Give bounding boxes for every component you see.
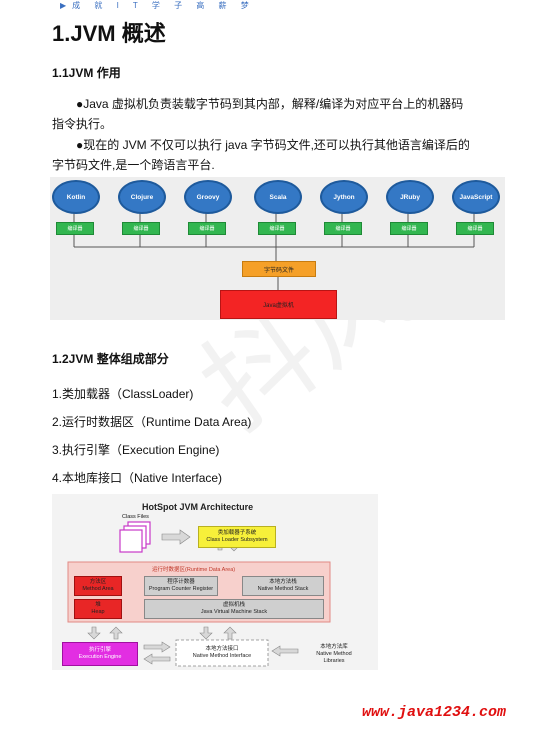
lang-scala: Scala <box>254 180 302 214</box>
para2-line2: 字节码文件,是一个跨语言平台. <box>52 158 215 172</box>
method-area-cn: 方法区 <box>89 579 107 585</box>
component-item-3: 3.执行引擎（Execution Engine) <box>52 443 220 457</box>
section1-title: 1.1JVM 作用 <box>52 66 121 80</box>
section1-paragraph-2: ●现在的 JVM 不仅可以执行 java 字节码文件,还可以执行其他语言编译后的… <box>52 135 482 175</box>
lang-jython: Jython <box>320 180 368 214</box>
native-libraries-label: 本地方法库 Native Method Libraries <box>302 640 366 668</box>
execution-engine-box: 执行引擎 Execution Engine <box>62 642 138 666</box>
section1-paragraph-1: ●Java 虚拟机负责装载字节码到其内部，解释/编译为对应平台上的机器码 指令执… <box>52 94 482 134</box>
method-area-box: 方法区 Method Area <box>74 576 122 596</box>
component-item-2: 2.运行时数据区（Runtime Data Area) <box>52 415 252 429</box>
native-if-cn: 本地方法接口 <box>205 646 239 652</box>
compiler-box: 编译器 <box>324 222 362 235</box>
pc-register-box: 程序计数器 Program Counter Register <box>144 576 218 596</box>
native-lib-en2: Libraries <box>323 657 345 664</box>
method-area-en: Method Area <box>82 586 114 592</box>
heap-box: 堆 Heap <box>74 599 122 619</box>
hotspot-architecture-diagram: HotSpot JVM Architecture Class Files 类加载… <box>52 494 378 670</box>
compiler-box: 编译器 <box>390 222 428 235</box>
heap-en: Heap <box>91 609 105 615</box>
class-loader-subsystem: 类加载器子系统 Class Loader Subsystem <box>198 526 276 548</box>
pc-cn: 程序计数器 <box>167 579 195 585</box>
compiler-box: 编译器 <box>258 222 296 235</box>
native-if-en: Native Method Interface <box>192 653 252 659</box>
component-item-1: 1.类加载器（ClassLoader) <box>52 387 194 401</box>
native-stack-en: Native Method Stack <box>257 586 309 592</box>
native-lib-en1: Native Method <box>316 650 352 657</box>
vm-stack-cn: 虚拟机栈 <box>222 602 245 608</box>
lang-clojure: Clojure <box>118 180 166 214</box>
cross-language-diagram: Kotlin Clojure Groovy Scala Jython JRuby… <box>50 177 505 320</box>
compiler-box: 编译器 <box>56 222 94 235</box>
compiler-box: 编译器 <box>188 222 226 235</box>
engine-en: Execution Engine <box>78 654 122 660</box>
compiler-box: 编译器 <box>122 222 160 235</box>
section2-title: 1.2JVM 整体组成部分 <box>52 352 169 366</box>
architecture-title: HotSpot JVM Architecture <box>142 502 254 512</box>
pc-en: Program Counter Register <box>148 586 214 592</box>
vm-stack-en: Java Virtual Machine Stack <box>200 609 268 615</box>
native-lib-cn: 本地方法库 <box>320 643 348 650</box>
native-interface-box: 本地方法接口 Native Method Interface <box>178 642 266 664</box>
class-loader-en: Class Loader Subsystem <box>206 537 268 543</box>
native-method-stack-box: 本地方法栈 Native Method Stack <box>242 576 324 596</box>
lang-javascript: JavaScript <box>452 180 500 214</box>
page-title: 1.JVM 概述 <box>52 21 166 46</box>
engine-cn: 执行引擎 <box>88 647 111 653</box>
lang-kotlin: Kotlin <box>52 180 100 214</box>
para2-line1: ●现在的 JVM 不仅可以执行 java 字节码文件,还可以执行其他语言编译后的 <box>76 138 470 152</box>
lang-groovy: Groovy <box>184 180 232 214</box>
diagram1-connectors <box>73 213 475 290</box>
component-item-4: 4.本地库接口（Native Interface) <box>52 471 223 485</box>
class-files-label: Class Files <box>122 514 149 520</box>
native-stack-cn: 本地方法栈 <box>269 579 297 585</box>
footer-url[interactable]: www.java1234.com <box>362 704 507 721</box>
jvm-box: Java虚拟机 <box>220 290 337 319</box>
bytecode-file-box: 字节码文件 <box>242 261 316 277</box>
compiler-box: 编译器 <box>456 222 494 235</box>
class-loader-cn: 类加载器子系统 <box>217 530 257 536</box>
heap-cn: 堆 <box>95 602 101 608</box>
runtime-area-label: 运行时数据区(Runtime Data Area) <box>152 567 236 573</box>
para1-line1: ●Java 虚拟机负责装载字节码到其内部，解释/编译为对应平台上的机器码 <box>76 97 464 111</box>
vm-stack-box: 虚拟机栈 Java Virtual Machine Stack <box>144 599 324 619</box>
lang-jruby: JRuby <box>386 180 434 214</box>
header-tagline: ▶成 就 I T 学 子 高 薪 梦 <box>60 1 255 10</box>
para1-line2: 指令执行。 <box>52 117 113 131</box>
